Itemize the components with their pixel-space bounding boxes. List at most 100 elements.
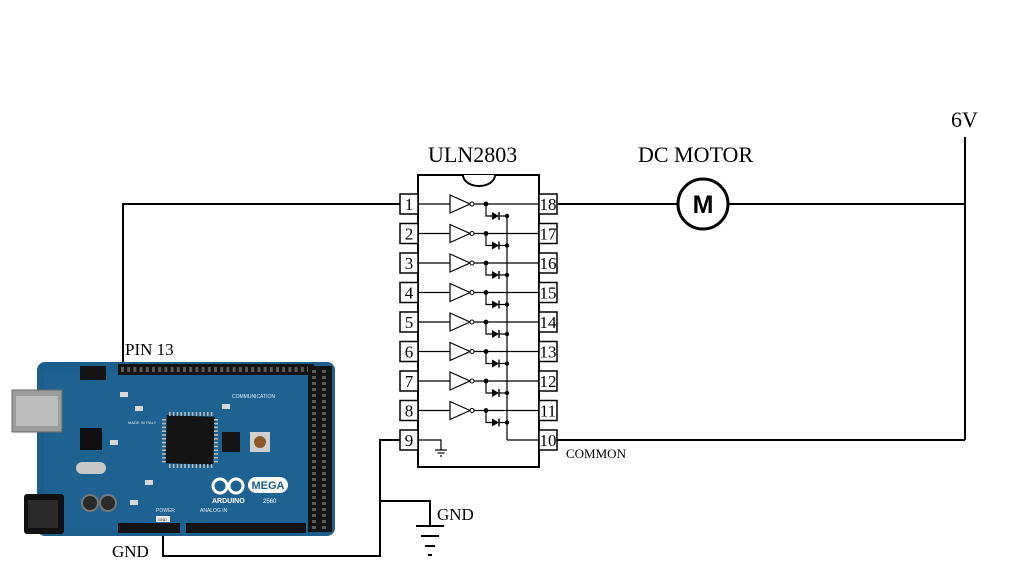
header-pin	[312, 490, 316, 493]
left-pin-number: 5	[405, 313, 414, 332]
dc-motor: M	[676, 177, 730, 231]
header-pin	[322, 424, 326, 427]
mcu-leg	[207, 464, 209, 468]
right-pin-box	[538, 370, 558, 392]
silk-made-in: MADE IN ITALY	[128, 420, 157, 425]
mcu-leg	[191, 412, 194, 416]
header-pin	[300, 367, 304, 372]
mcu-leg	[203, 412, 205, 416]
mcu-leg	[162, 445, 166, 448]
left-pin-box	[399, 340, 419, 363]
inverter-bubble	[469, 201, 475, 207]
header-pin	[158, 367, 162, 372]
clamp-lead	[485, 351, 492, 365]
motor-label: DC MOTOR	[638, 142, 753, 167]
header-pin	[201, 367, 205, 372]
header-pin	[282, 367, 286, 372]
right-pin-number: 10	[540, 431, 557, 450]
header-pin	[322, 376, 326, 379]
header-pin	[152, 367, 155, 372]
header-pin	[322, 418, 326, 421]
header-pin	[322, 490, 326, 493]
header-pin	[322, 406, 326, 409]
header-pin	[164, 367, 168, 372]
mcu-leg	[162, 434, 166, 436]
power-jack-inner	[28, 500, 58, 528]
mcu-leg	[214, 441, 218, 444]
buffer-icon	[449, 282, 472, 303]
diode-icon	[492, 359, 499, 368]
inverter-bubble	[469, 319, 475, 325]
header-pin	[322, 466, 326, 469]
header-pin	[322, 382, 326, 385]
chip-name-label: ULN2803	[428, 142, 517, 167]
bottom-header-power	[118, 523, 180, 533]
clamp-lead	[485, 233, 492, 247]
header-pin	[322, 436, 326, 439]
silk-power: POWER	[156, 508, 175, 514]
board-model-number: 2560	[263, 499, 277, 505]
header-pin	[322, 370, 326, 373]
left-pin-number: 8	[405, 402, 414, 421]
left-pin-box	[399, 281, 419, 304]
left-pin-box	[399, 193, 419, 215]
mcu-leg	[169, 464, 171, 468]
header-pin	[312, 394, 316, 397]
mcu-leg	[180, 464, 182, 468]
header-pin	[207, 367, 211, 372]
buffer-icon	[449, 400, 472, 421]
right-pin-number: 15	[540, 284, 557, 303]
mcu-leg	[191, 464, 194, 468]
header-pin	[170, 367, 174, 372]
header-pin	[257, 367, 261, 372]
right-pin-number: 17	[540, 225, 558, 244]
left-pin-number: 1	[405, 195, 414, 214]
wire-gnd-to-pin9	[162, 439, 400, 557]
mcu-leg	[184, 412, 186, 416]
right-pin-box	[538, 340, 558, 363]
mcu-leg	[214, 453, 218, 455]
inverter-bubble	[469, 290, 475, 295]
left-pin-number: 3	[405, 254, 414, 273]
mcu-leg	[180, 412, 182, 416]
header-pin	[195, 367, 199, 372]
buffer-icon	[449, 312, 472, 332]
left-pin-box	[399, 222, 419, 245]
driver-channel	[418, 312, 539, 338]
buffer-icon	[449, 194, 472, 214]
mcu-leg	[188, 464, 190, 468]
header-pin	[312, 514, 316, 517]
board-brand: ARDUINO	[212, 498, 245, 505]
header-pin	[322, 400, 326, 403]
mcu-leg	[162, 453, 166, 455]
diode-icon	[492, 212, 499, 220]
smd-3	[110, 440, 118, 445]
right-pin-number: 16	[540, 254, 557, 273]
right-pin-box	[538, 222, 558, 245]
supply-label: 6V	[951, 107, 978, 132]
gnd-chip-label: GND	[437, 505, 474, 524]
header-pin	[312, 502, 316, 505]
capacitor-2	[99, 494, 117, 512]
left-pin-number: 9	[405, 431, 414, 450]
usb-connector-inner	[16, 396, 58, 426]
mcu-leg	[176, 464, 179, 468]
mcu-leg	[214, 426, 218, 429]
wires	[122, 137, 966, 557]
header-pin	[312, 460, 316, 463]
mcu-leg	[188, 412, 190, 416]
mcu-leg	[214, 430, 218, 432]
left-pin-box	[399, 429, 419, 451]
mcu-leg	[162, 438, 166, 440]
mcu-leg	[214, 419, 218, 421]
header-pin	[139, 367, 143, 372]
mcu-leg	[195, 464, 198, 468]
header-pin	[121, 367, 124, 372]
header-pin	[312, 472, 316, 475]
header-pin	[312, 520, 316, 523]
right-pin-box	[538, 281, 558, 304]
left-pin-box	[399, 370, 419, 392]
diode-icon	[492, 241, 499, 250]
